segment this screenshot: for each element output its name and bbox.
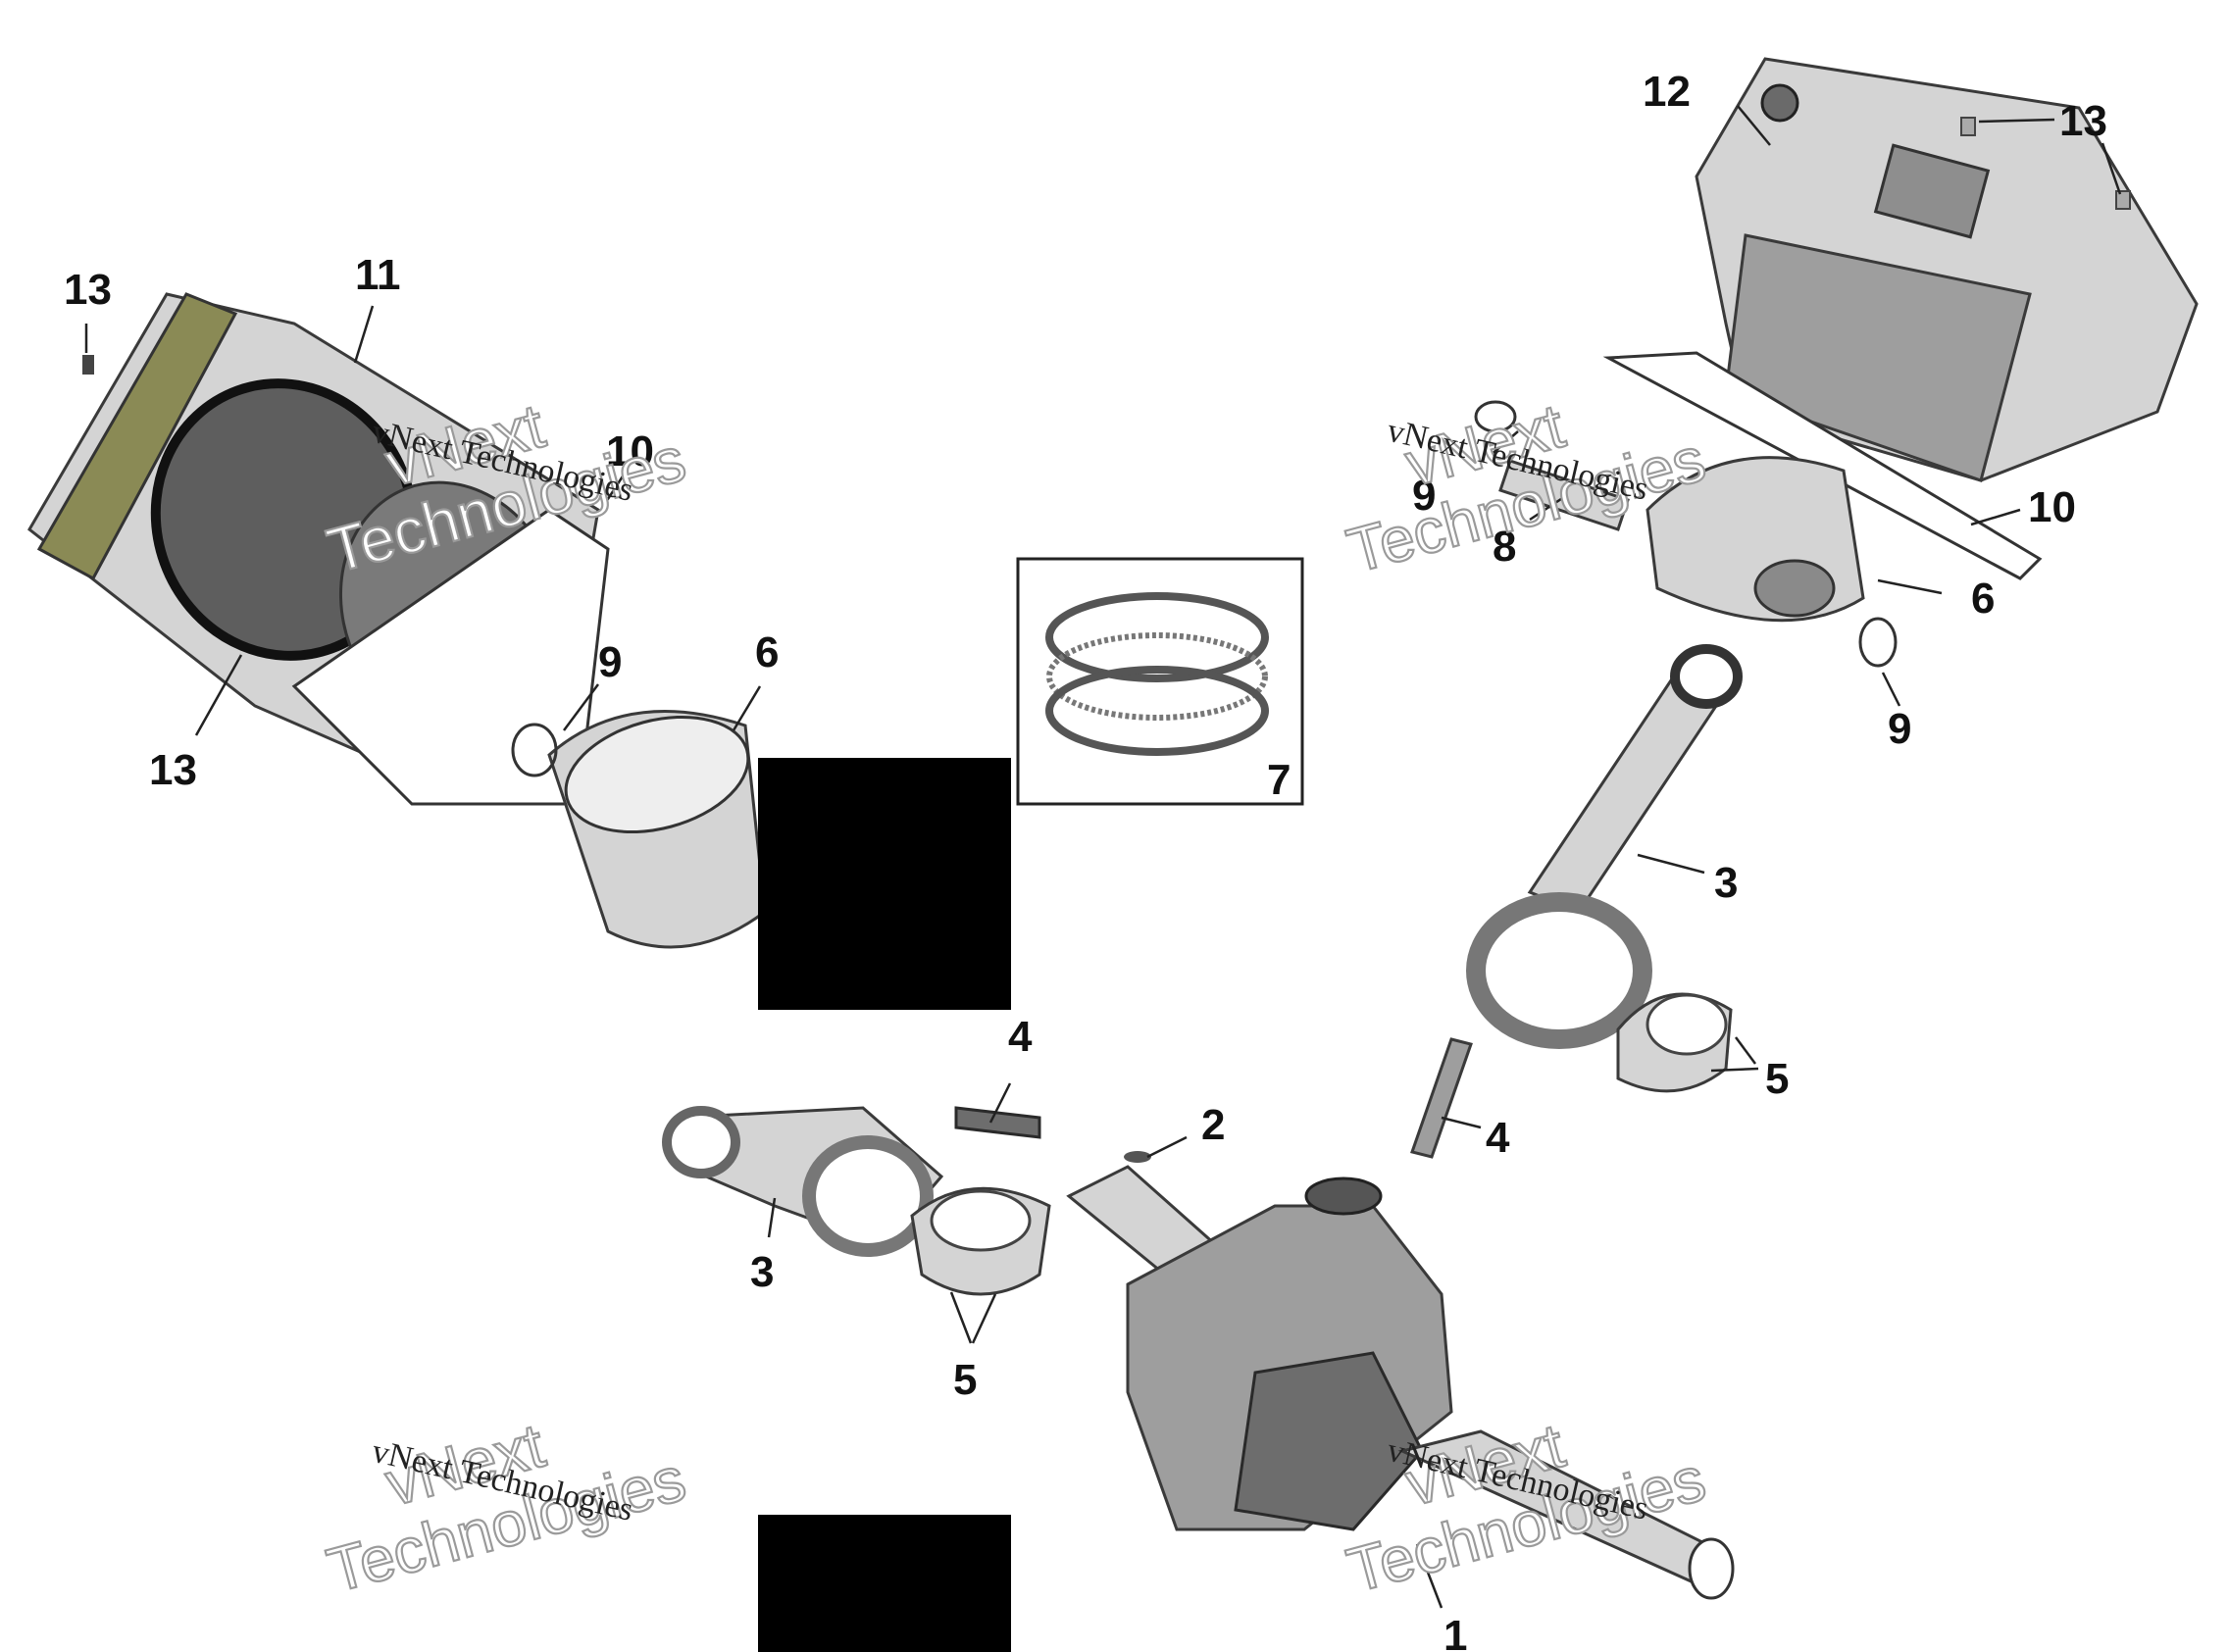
cylinder-right <box>1695 57 2199 482</box>
dowel-pin-right-2 <box>2115 190 2131 210</box>
callout-6-left: 6 <box>755 628 779 676</box>
callout-labels: 13 11 10 9 13 6 12 13 9 8 10 6 9 7 3 5 4… <box>64 68 2107 1652</box>
callout-9-left: 9 <box>598 638 622 686</box>
callout-3-left: 3 <box>750 1248 774 1296</box>
dowel-pin-right-1 <box>1960 117 1976 136</box>
piston-rings-box <box>1016 557 1304 806</box>
rod-bolt-left <box>954 1106 1041 1139</box>
leader-lines <box>84 105 2122 1609</box>
callout-3-right: 3 <box>1714 859 1738 907</box>
callout-13-left-top: 13 <box>64 266 112 314</box>
connecting-rod-left <box>662 1106 944 1257</box>
callout-4-right: 4 <box>1486 1114 1510 1162</box>
redaction-block-lower <box>758 1515 1011 1652</box>
callout-13-right: 13 <box>2059 97 2107 145</box>
callout-1: 1 <box>1443 1612 1467 1652</box>
callout-5-right: 5 <box>1765 1055 1789 1103</box>
callout-10-left: 10 <box>606 427 654 476</box>
piston-left <box>511 710 767 949</box>
timing-gear <box>1124 1151 1151 1163</box>
callout-7: 7 <box>1267 756 1291 804</box>
piston-right <box>1474 400 1898 668</box>
redaction-block-upper <box>758 758 1011 1010</box>
callout-2: 2 <box>1201 1101 1225 1149</box>
callout-6-right: 6 <box>1971 575 1995 623</box>
callout-11: 11 <box>355 251 401 299</box>
callout-10-right: 10 <box>2028 483 2076 531</box>
bearing-shells-right <box>1616 992 1733 1093</box>
rod-bolt-right <box>1410 1037 1473 1159</box>
callout-8: 8 <box>1493 523 1516 571</box>
callout-12: 12 <box>1643 68 1691 116</box>
callout-5-left: 5 <box>953 1356 977 1404</box>
connecting-rod-right <box>1466 644 1743 1049</box>
callout-9-right-bottom: 9 <box>1888 705 1911 753</box>
callout-13-left-bottom: 13 <box>149 746 197 794</box>
bearing-shells-left <box>910 1186 1051 1296</box>
callout-9-right-top: 9 <box>1412 472 1436 520</box>
watermark-bottom-left: vNext Technologies vNext Technologies <box>320 1409 694 1607</box>
cylinder-left <box>27 292 610 806</box>
dowel-pin-left <box>82 355 94 375</box>
crankshaft <box>1066 1165 1735 1600</box>
callout-4-left: 4 <box>1008 1013 1033 1061</box>
